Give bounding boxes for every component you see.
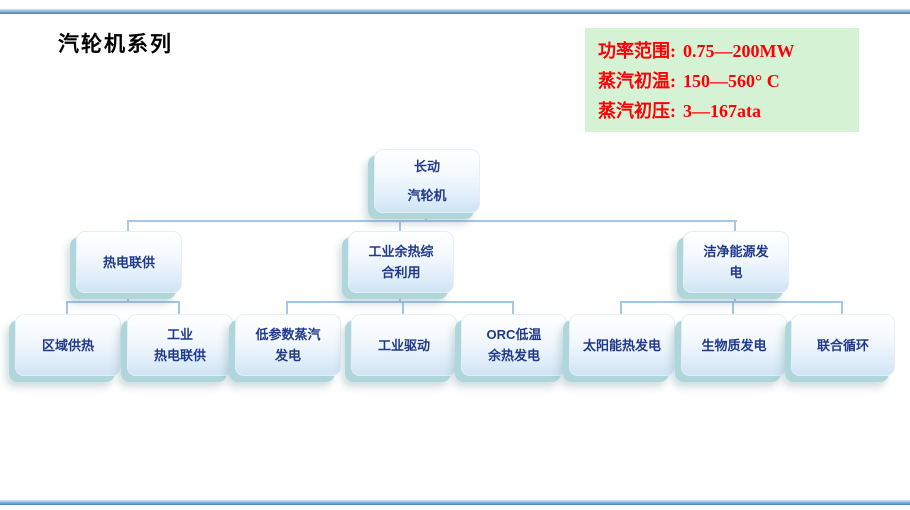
- spec-value: 0.75—200MW: [683, 41, 795, 61]
- connector-line: [734, 291, 736, 303]
- node-industrial-waste-heat: 工业余热综 合利用: [348, 231, 454, 293]
- connector-line: [399, 220, 401, 232]
- spec-label: 功率范围:: [598, 41, 676, 61]
- connector-line: [66, 301, 68, 314]
- node-orc-waste-heat-power: ORC低温 余热发电: [461, 314, 567, 376]
- node-label: 合利用: [381, 265, 421, 280]
- node-label: ORC低温: [486, 327, 542, 342]
- node-label: 低参数蒸汽: [255, 327, 321, 342]
- spec-label: 蒸汽初压:: [598, 101, 676, 121]
- node-label: 热电联供: [153, 348, 206, 363]
- top-accent-bar: [0, 9, 910, 14]
- connector-line: [66, 301, 180, 303]
- node-label: 汽轮机: [407, 188, 447, 203]
- connector-line: [620, 301, 842, 303]
- node-label: 热电联供: [102, 254, 155, 270]
- connector-line: [732, 301, 734, 314]
- node-district-heating: 区域供热: [15, 314, 121, 376]
- connector-line: [127, 220, 737, 222]
- node-label: 联合循环: [816, 337, 869, 353]
- node-label: 区域供热: [41, 337, 94, 353]
- connector-line: [512, 301, 514, 314]
- node-label: 电: [729, 265, 743, 280]
- node-label: 发电: [274, 348, 301, 363]
- node-root-changdong-turbine: 长动 汽轮机: [374, 149, 480, 213]
- node-low-param-steam-power: 低参数蒸汽 发电: [235, 314, 341, 376]
- spec-value: 150—560° C: [683, 71, 780, 91]
- connector-line: [620, 301, 622, 314]
- connector-line: [402, 301, 404, 314]
- connector-line: [841, 301, 843, 314]
- connector-line: [734, 220, 736, 232]
- node-solar-thermal-power: 太阳能热发电: [569, 314, 675, 376]
- node-cogeneration: 热电联供: [76, 231, 182, 293]
- node-label: 长动: [413, 159, 440, 174]
- node-clean-energy-power: 洁净能源发 电: [683, 231, 789, 293]
- connector-line: [286, 301, 514, 303]
- connector-line: [286, 301, 288, 314]
- spec-line-steam-pressure: 蒸汽初压: 3—167ata: [598, 97, 846, 123]
- connector-line: [127, 220, 129, 232]
- node-label: 洁净能源发: [703, 244, 769, 259]
- node-industrial-drive: 工业驱动: [351, 314, 457, 376]
- node-label: 余热发电: [487, 348, 540, 363]
- node-label: 工业余热综: [368, 244, 434, 259]
- node-label: 太阳能热发电: [582, 337, 661, 353]
- node-industrial-chp: 工业 热电联供: [127, 314, 233, 376]
- connector-line: [399, 291, 401, 303]
- connector-line: [178, 301, 180, 314]
- bottom-accent-bar: [0, 500, 910, 505]
- spec-label: 蒸汽初温:: [598, 71, 676, 91]
- connector-line: [127, 291, 129, 303]
- connector-line: [425, 210, 427, 222]
- node-label: 工业驱动: [377, 337, 430, 353]
- node-combined-cycle: 联合循环: [791, 314, 895, 376]
- slide-title: 汽轮机系列: [58, 33, 173, 56]
- spec-line-power-range: 功率范围: 0.75—200MW: [598, 37, 846, 63]
- spec-value: 3—167ata: [683, 101, 761, 121]
- spec-line-steam-temp: 蒸汽初温: 150—560° C: [598, 67, 846, 93]
- node-biomass-power: 生物质发电: [681, 314, 787, 376]
- spec-box: 功率范围: 0.75—200MW 蒸汽初温: 150—560° C 蒸汽初压: …: [585, 28, 859, 132]
- node-label: 生物质发电: [701, 337, 767, 353]
- node-label: 工业: [166, 327, 193, 342]
